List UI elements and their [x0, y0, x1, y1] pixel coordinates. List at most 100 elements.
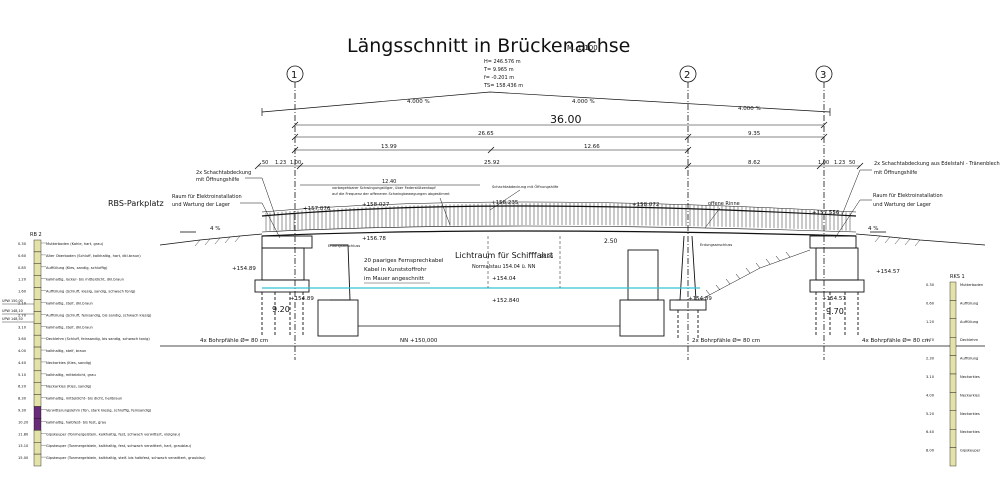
grade-label-left: 4.000 % — [407, 99, 430, 105]
dim-left-small-a: 50 — [262, 160, 268, 166]
borehole-layer-depth: 6.40 — [926, 430, 935, 434]
ground-line-label: Erdungsanschluss — [328, 244, 360, 248]
borehole-layer — [33, 358, 42, 372]
borehole-layer-description: kalkhaltig, steif, dkl.braun — [46, 301, 93, 305]
clearance-envelope — [487, 236, 561, 288]
dim-right-small-b: 1.23 — [834, 160, 845, 166]
elev-5: +157.556 — [812, 210, 840, 216]
deck-mid-chord — [261, 225, 857, 233]
borehole-layer-description: Decklehm — [960, 338, 979, 342]
canal-wall-right — [619, 249, 665, 337]
deck-rail — [261, 201, 857, 213]
borehole-layer — [949, 318, 957, 338]
cable-label-1: 20 paariges Fernsprechkabel — [364, 258, 444, 264]
borehole-layer-depth: 4.00 — [18, 349, 27, 353]
axis-label-1: 1 — [291, 70, 297, 81]
borehole-layer — [33, 311, 42, 324]
right-leader-lines — [834, 169, 872, 239]
borehole-layer-depth: 5.20 — [926, 412, 935, 416]
borehole-layer-description: Auffüllung — [960, 357, 978, 361]
borehole-layer — [33, 287, 42, 300]
dim-sub-b: 12.66 — [584, 144, 600, 150]
borehole-layer-depth: 6.20 — [18, 385, 27, 389]
borehole-layer — [33, 453, 42, 467]
parking-label: RBS-Parkplatz — [108, 199, 164, 208]
borehole-layer-depth: 3.10 — [926, 375, 935, 379]
elev-2: +158.027 — [362, 202, 390, 208]
borehole-layer-depth: 0.60 — [926, 301, 935, 305]
curve-param-f: f= -0.201 m — [484, 75, 514, 81]
borehole-layer-depth: 5.10 — [18, 373, 27, 377]
borehole-layer — [33, 346, 42, 360]
borehole-layer — [949, 447, 957, 467]
right-embankment — [699, 249, 811, 301]
dim-left-small-c: 1.00 — [290, 160, 301, 166]
damper-note: vorbegehbarer Schwingungstilger, über Fe… — [332, 186, 436, 190]
borehole-layer-depth: 0.30 — [926, 283, 935, 287]
borehole-layer-depth: 8.30 — [18, 397, 27, 401]
dim-deck-main: 25.92 — [484, 160, 500, 166]
shaft-left-label-2: mit Öffnungshilfe — [196, 176, 239, 183]
cable-label-3: im Mauer angeschnitt — [364, 276, 425, 282]
borehole-layer-description: Decklehm (Schluff, feinsandig, bis sandi… — [46, 337, 150, 341]
pile-left-label: 4x Bohrpfähle Ø= 80 cm — [200, 337, 268, 344]
borehole-layer-description: Mutterboden (Kohle, hart, grau) — [46, 242, 104, 246]
curve-param-t: T= 9.965 m — [483, 67, 514, 73]
ground-terrain — [159, 231, 986, 246]
terrain-left — [159, 233, 263, 246]
gutter-label: offene Rinne — [708, 201, 740, 207]
cable-labels: 20 paariges Fernsprechkabel Kabel in Kun… — [364, 258, 444, 282]
borehole-layer-depth: 9.30 — [18, 409, 27, 413]
groundwater-level-label: UPW 150,00 — [2, 299, 23, 303]
borehole-layer — [33, 430, 42, 443]
grade-right-terrain: 4 % — [868, 226, 878, 232]
borehole-layer-depth: 1.60 — [18, 290, 27, 294]
curve-param-ts: TS= 158.436 m — [483, 83, 523, 89]
water-label: Normalstau 154.04 ü. NN — [472, 264, 536, 270]
elev-7: +154.57 — [876, 269, 900, 275]
borehole-layer-description: kalkhaltig, steif, braun — [46, 349, 86, 353]
borehole-layer-description: Neckarkies (Kies, sandig) — [46, 385, 92, 389]
abutment-left — [254, 235, 313, 336]
borehole-layer-description: Neckarkies (Kies, sandig) — [46, 361, 92, 365]
dimension-lines — [254, 121, 864, 186]
borehole-layer-depth: 0.60 — [18, 254, 27, 258]
right-annotations: 2x Schachtabdeckung aus Edelstahl - Trän… — [873, 161, 1000, 208]
borehole-layer-depth: 1.20 — [18, 278, 27, 282]
elevation-labels: +157.876 +158.027 +158.235 +158.072 +157… — [232, 200, 900, 304]
groundwater-level-label: UPW 148,10 — [2, 309, 23, 313]
borehole-layer — [33, 251, 42, 264]
borehole-layer-depth: 0.85 — [18, 266, 26, 270]
grade-left-terrain: 4 % — [210, 226, 220, 232]
borehole-layer-depth: 11.80 — [18, 432, 29, 436]
foundation-labels: 4x Bohrpfähle Ø= 80 cm 2x Bohrpfähle Ø= … — [200, 337, 930, 344]
axis-label-3: 3 — [820, 70, 826, 81]
borehole-layer-depth: 4.40 — [18, 361, 27, 365]
borehole-layer — [33, 334, 42, 348]
elev-13: +154.57 — [822, 296, 846, 302]
borehole-layer-depth: 3.60 — [18, 337, 27, 341]
borehole-right-name: RKS 1 — [950, 274, 965, 280]
left-annotations: 2x Schachtabdeckung mit Öffnungshilfe Ra… — [172, 170, 251, 208]
elev-12: +154.89 — [688, 296, 712, 302]
borehole-layer-description: kalkhaltig, steif, dkl.braun — [46, 325, 93, 329]
room-left-label: Raum für Elektroinstallation — [172, 194, 242, 200]
borehole-layer-depth: 13.10 — [18, 444, 29, 448]
borehole-layer-depth: 8.00 — [926, 449, 935, 453]
dim-right-small-c: 50 — [849, 160, 855, 166]
borehole-layer — [949, 392, 957, 411]
pier-left-dim: 9.20 — [272, 305, 290, 314]
grade-label-mid: 4.000 % — [572, 99, 595, 105]
axis-markers — [286, 65, 833, 360]
borehole-layer — [33, 382, 42, 395]
dim-span-b: 9.35 — [748, 131, 761, 137]
borehole-layer-description: Auffüllung (Schluff, kiesig, sandig, sch… — [46, 290, 136, 294]
curve-parameters: H= 246.576 m T= 9.965 m f= -0.201 m TS= … — [483, 59, 523, 89]
borehole-layer-description: Alter Oberboden (Schluff, kalkhaltig, ha… — [46, 254, 141, 258]
shaft-left-label: 2x Schachtabdeckung — [196, 170, 251, 176]
borehole-layer — [33, 275, 42, 288]
axis-label-2: 2 — [684, 70, 690, 81]
deck-railing — [265, 203, 851, 231]
